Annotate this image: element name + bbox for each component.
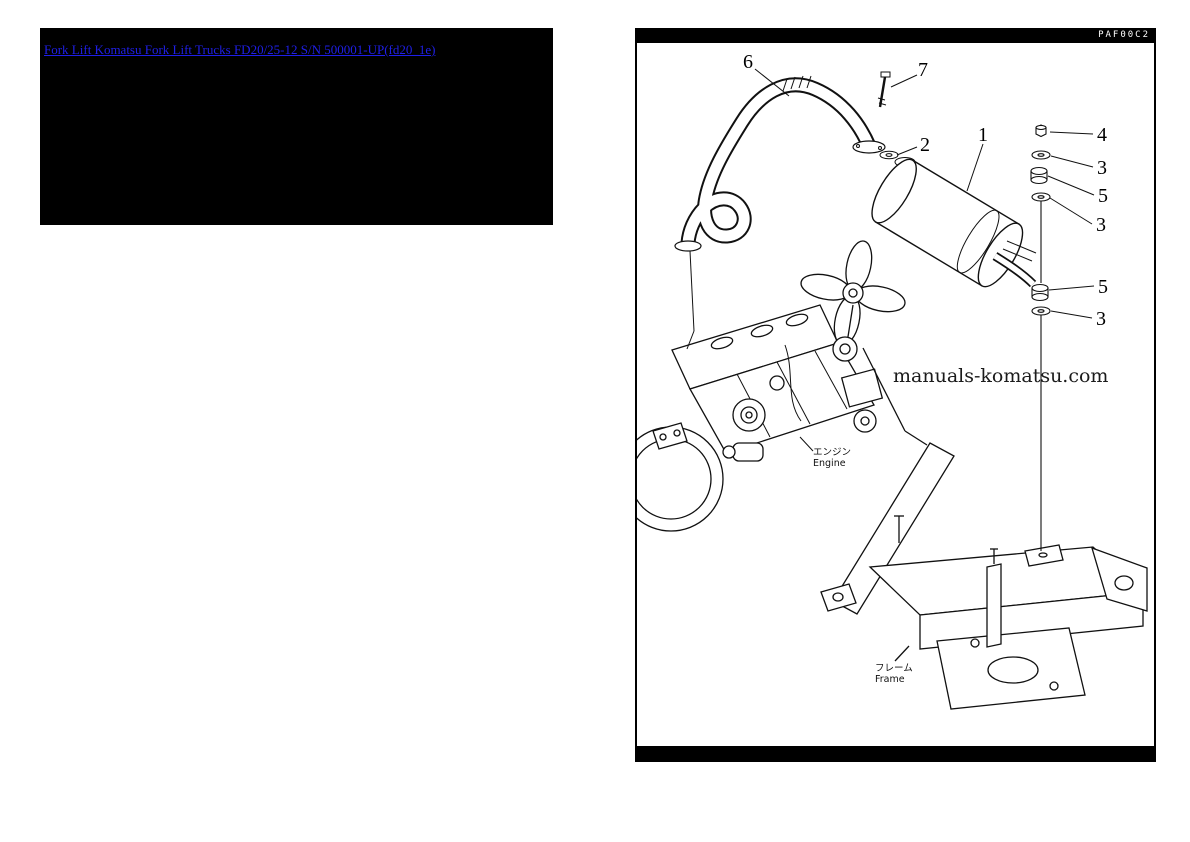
engine-label: エンジン Engine xyxy=(813,447,851,469)
header-block: Fork Lift Komatsu Fork Lift Trucks FD20/… xyxy=(40,28,553,225)
mount-hardware xyxy=(1030,124,1051,551)
exhaust-pipe xyxy=(674,75,886,350)
frame-drawing xyxy=(820,442,1148,710)
frame-label: フレーム Frame xyxy=(875,663,913,685)
bolt xyxy=(877,71,891,108)
muffler xyxy=(871,158,1024,288)
callout-7: 7 xyxy=(918,59,928,81)
panel-top-bar: PAF00C2 xyxy=(635,28,1156,43)
diagram-canvas: 6 7 2 1 4 3 5 3 5 3 manuals-komatsu.com … xyxy=(635,43,1156,746)
catalog-link[interactable]: Fork Lift Komatsu Fork Lift Trucks FD20/… xyxy=(44,42,436,57)
figure-code: PAF00C2 xyxy=(1098,30,1150,40)
callout-3b: 3 xyxy=(1096,214,1106,236)
callout-4: 4 xyxy=(1097,124,1107,146)
engine-label-jp: エンジン xyxy=(813,447,852,458)
engine-label-en: Engine xyxy=(813,458,846,469)
callout-3: 3 xyxy=(1097,157,1107,179)
callout-6: 6 xyxy=(743,51,753,73)
frame-label-en: Frame xyxy=(875,674,905,685)
callout-5b: 5 xyxy=(1098,276,1108,298)
parts-drawing xyxy=(637,68,1148,710)
frame-label-jp: フレーム xyxy=(875,663,913,674)
panel-bottom-bar xyxy=(635,746,1156,762)
callout-3c: 3 xyxy=(1096,308,1106,330)
leader-lines xyxy=(754,68,1095,319)
engine-drawing xyxy=(637,240,928,532)
callout-5: 5 xyxy=(1098,185,1108,207)
watermark-text: manuals-komatsu.com xyxy=(893,365,1109,387)
callout-1: 1 xyxy=(978,124,988,146)
parts-diagram-panel: PAF00C2 xyxy=(635,28,1156,762)
muffler-tailpipe xyxy=(992,240,1037,288)
callout-2: 2 xyxy=(920,134,930,156)
